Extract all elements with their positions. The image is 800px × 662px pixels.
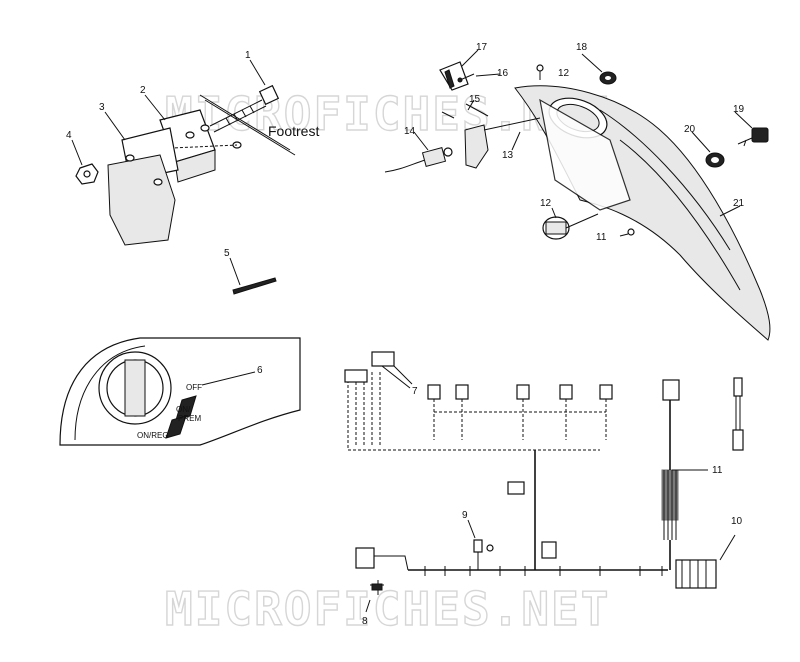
callout-15: 14 [404, 126, 416, 137]
connector-7b [371, 351, 395, 367]
callout-8: 8 [362, 616, 368, 627]
harness-branch-part-11: 11 [661, 379, 723, 570]
footrest-label: Footrest [268, 123, 319, 139]
main-connector-part-10: 10 [675, 516, 743, 589]
callout-14: 13 [502, 150, 514, 161]
bracket-part-18 [439, 61, 469, 91]
switch-off-label: OFF [186, 383, 202, 392]
callout-22: 21 [733, 198, 745, 209]
switch-on-prem-label-2: PREM [178, 414, 201, 423]
pin-part-16 [441, 103, 489, 119]
callout-4: 4 [66, 130, 72, 141]
sensor-part-15 [384, 147, 453, 173]
callout-1: 1 [245, 50, 251, 61]
connector-7a [344, 369, 368, 383]
grommet-part-21 [705, 152, 725, 168]
callout-16: 15 [469, 94, 481, 105]
callout-13: 12 [540, 198, 552, 209]
screw-part-12-top [536, 64, 544, 80]
nut-part-4 [75, 163, 99, 185]
callout-10: 10 [731, 516, 743, 527]
footrest-edge [199, 94, 296, 156]
bolt-part-1 [209, 84, 280, 133]
harness-connector-mid [507, 481, 525, 495]
callout-11: 11 [712, 465, 723, 476]
switch-part-13 [542, 213, 599, 240]
connector-part-8: 8 [355, 547, 409, 627]
screw-part-17 [457, 73, 475, 83]
callout-17: 16 [497, 68, 509, 79]
screw-part-12-bottom [619, 228, 635, 237]
watermark-bottom: MICROFICHES.NET [165, 582, 610, 636]
key-part-20 [737, 127, 769, 147]
branch-connectors [427, 384, 613, 440]
callout-7: 7 [412, 386, 418, 397]
callout-2: 2 [140, 85, 146, 96]
callout-18: 17 [476, 42, 488, 53]
console-assembly: 17 16 15 14 13 12 18 19 20 21 12 11 [384, 42, 771, 341]
wiring-harness: 7 8 [344, 351, 744, 627]
callout-3: 3 [99, 102, 105, 113]
strap-part-5 [232, 277, 277, 295]
ignition-switch-panel: OFF ON/ PREM ON/REG 6 [59, 337, 301, 446]
callout-5: 5 [224, 248, 230, 259]
footrest-pad-part-3 [107, 127, 179, 246]
grommet-part-19 [599, 71, 617, 85]
callout-12-top: 12 [558, 68, 570, 79]
callout-19: 18 [576, 42, 588, 53]
switch-on-reg-label: ON/REG [137, 431, 169, 440]
callout-9: 9 [462, 510, 468, 521]
standalone-lead [732, 377, 744, 451]
callout-12-bottom: 11 [596, 232, 607, 243]
switch-on-prem-label-1: ON/ [176, 405, 191, 414]
callout-6: 6 [257, 365, 263, 376]
sensor-part-9: 9 [462, 510, 494, 570]
footrest-assembly: 1 2 3 4 5 Footrest [66, 50, 319, 295]
callout-20: 19 [733, 104, 745, 115]
callout-21: 20 [684, 124, 696, 135]
throttle-lever-part-14 [464, 117, 541, 169]
harness-connector-low [541, 541, 557, 559]
